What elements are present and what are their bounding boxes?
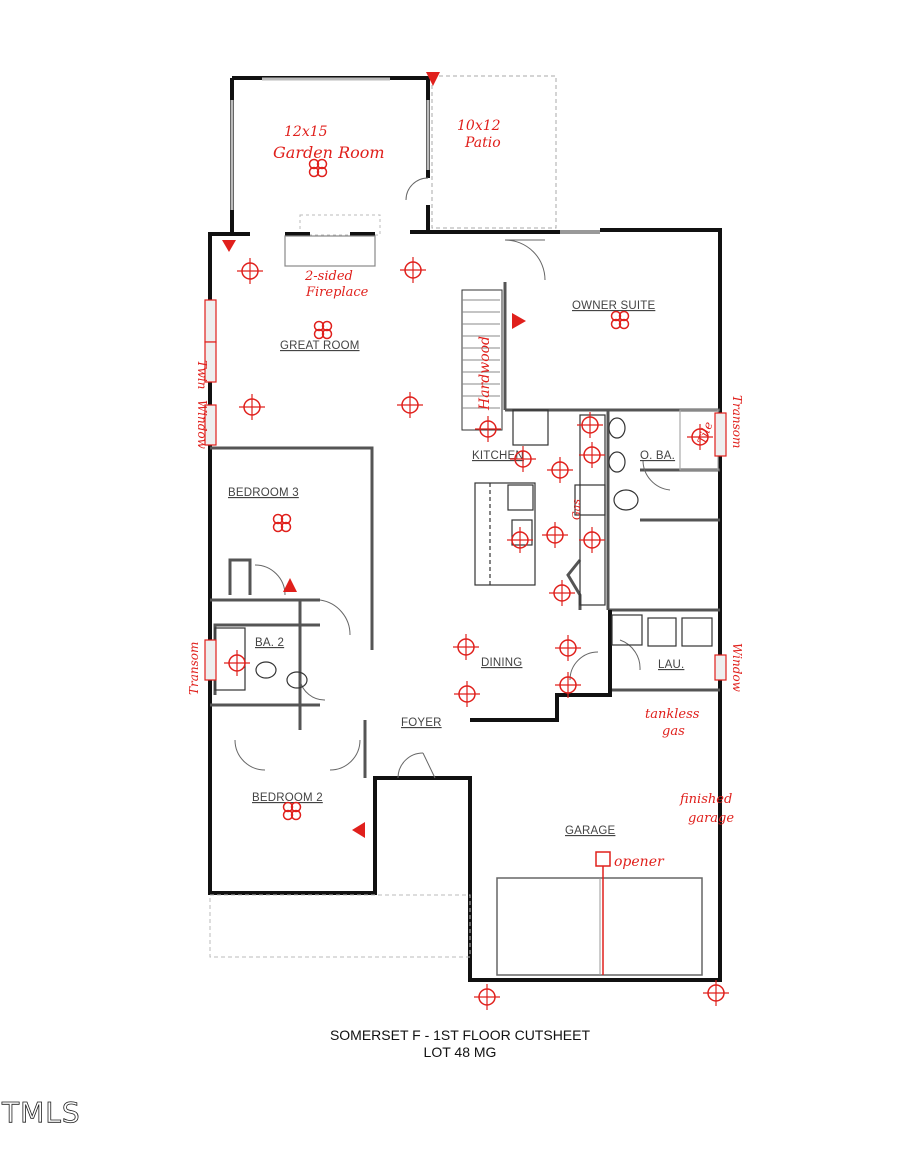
note-patio: Patio (464, 135, 501, 151)
ceiling-fan-icon (272, 513, 292, 533)
garden-room-divider (299, 214, 381, 236)
kitchen-fixtures (214, 235, 719, 691)
note-fireplace-1: 2-sided (304, 269, 353, 284)
note-garden-room: Garden Room (273, 143, 385, 162)
recessed-light-icon (579, 442, 605, 468)
ceiling-fan-icon (610, 310, 630, 330)
note-window-left: Window (195, 400, 209, 450)
triangle-marker-icon (283, 578, 297, 592)
marked-windows (204, 299, 727, 681)
ceiling-fan-icon (308, 158, 328, 178)
room-label-owner-suite: OWNER SUITE (572, 300, 655, 312)
triangle-marker-icon (426, 72, 440, 86)
recessed-light-icon (453, 634, 479, 660)
triangle-marker-icon (222, 240, 236, 252)
note-tankless-2: gas (662, 724, 685, 739)
note-tankless-1: tankless (645, 707, 700, 722)
patio-outline (431, 75, 557, 229)
recessed-light-icon (507, 527, 533, 553)
exterior-walls (208, 228, 722, 982)
recessed-light-icon (687, 424, 713, 450)
room-label-laundry: LAU. (658, 659, 684, 671)
note-garden-size: 12x15 (284, 124, 328, 140)
note-opener: opener (614, 854, 665, 870)
note-fireplace-2: Fireplace (305, 285, 369, 300)
recessed-light-icon (475, 416, 501, 442)
recessed-light-icon (400, 257, 426, 283)
recessed-light-icon (555, 672, 581, 698)
room-label-great-room: GREAT ROOM (280, 340, 360, 352)
note-gas: Gas (570, 499, 583, 520)
staircase (461, 289, 503, 431)
room-label-garage: GARAGE (565, 825, 616, 837)
ceiling-fan-icon (282, 801, 302, 821)
note-twin: Twin (195, 360, 209, 389)
note-window-right: Window (730, 643, 744, 693)
recessed-light-icon (555, 635, 581, 661)
recessed-light-icon (510, 446, 536, 472)
room-label-foyer: FOYER (401, 717, 442, 729)
room-label-bedroom-2: BEDROOM 2 (252, 792, 323, 804)
recessed-light-icon (454, 681, 480, 707)
sheet-title: SOMERSET F - 1ST FLOOR CUTSHEET (330, 1027, 591, 1043)
recessed-light-icon (237, 258, 263, 284)
recessed-light-icon (239, 394, 265, 420)
recessed-light-icon (474, 984, 500, 1010)
interior-walls (210, 282, 720, 778)
ceiling-fans (272, 158, 630, 821)
triangle-marker-icon (512, 313, 526, 329)
watermark-logo: TMLS (1, 1096, 81, 1129)
recessed-light-icon (579, 527, 605, 553)
room-label-dining: DINING (481, 657, 522, 669)
room-label-owner-bath: O. BA. (640, 450, 675, 462)
note-transom-left: Transom (187, 642, 201, 695)
recessed-light-icon (542, 522, 568, 548)
triangle-marker-icon (352, 822, 365, 838)
recessed-light-icon (224, 650, 250, 676)
garden-room-walls (230, 76, 432, 232)
recessed-light-icon (397, 392, 423, 418)
room-label-bedroom-3: BEDROOM 3 (228, 487, 299, 499)
note-transom-right: Transom (730, 395, 744, 448)
recessed-light-icon (703, 980, 729, 1006)
recessed-lights (224, 257, 729, 1010)
opener-box (595, 851, 611, 867)
note-finished-2: garage (688, 811, 734, 826)
recessed-light-icon (577, 412, 603, 438)
recessed-light-icon (549, 580, 575, 606)
room-label-bath-2: BA. 2 (255, 637, 284, 649)
door-swings (234, 239, 671, 779)
recessed-light-icon (547, 457, 573, 483)
note-patio-size: 10x12 (457, 118, 501, 134)
note-tile: Tile (695, 420, 716, 446)
sheet-subtitle: LOT 48 MG (424, 1044, 497, 1060)
note-finished-1: finished (679, 792, 732, 807)
ceiling-fan-icon (313, 320, 333, 340)
porch-outline (209, 894, 471, 958)
note-hardwood: Hardwood (477, 336, 493, 411)
marker-triangles (222, 72, 526, 838)
